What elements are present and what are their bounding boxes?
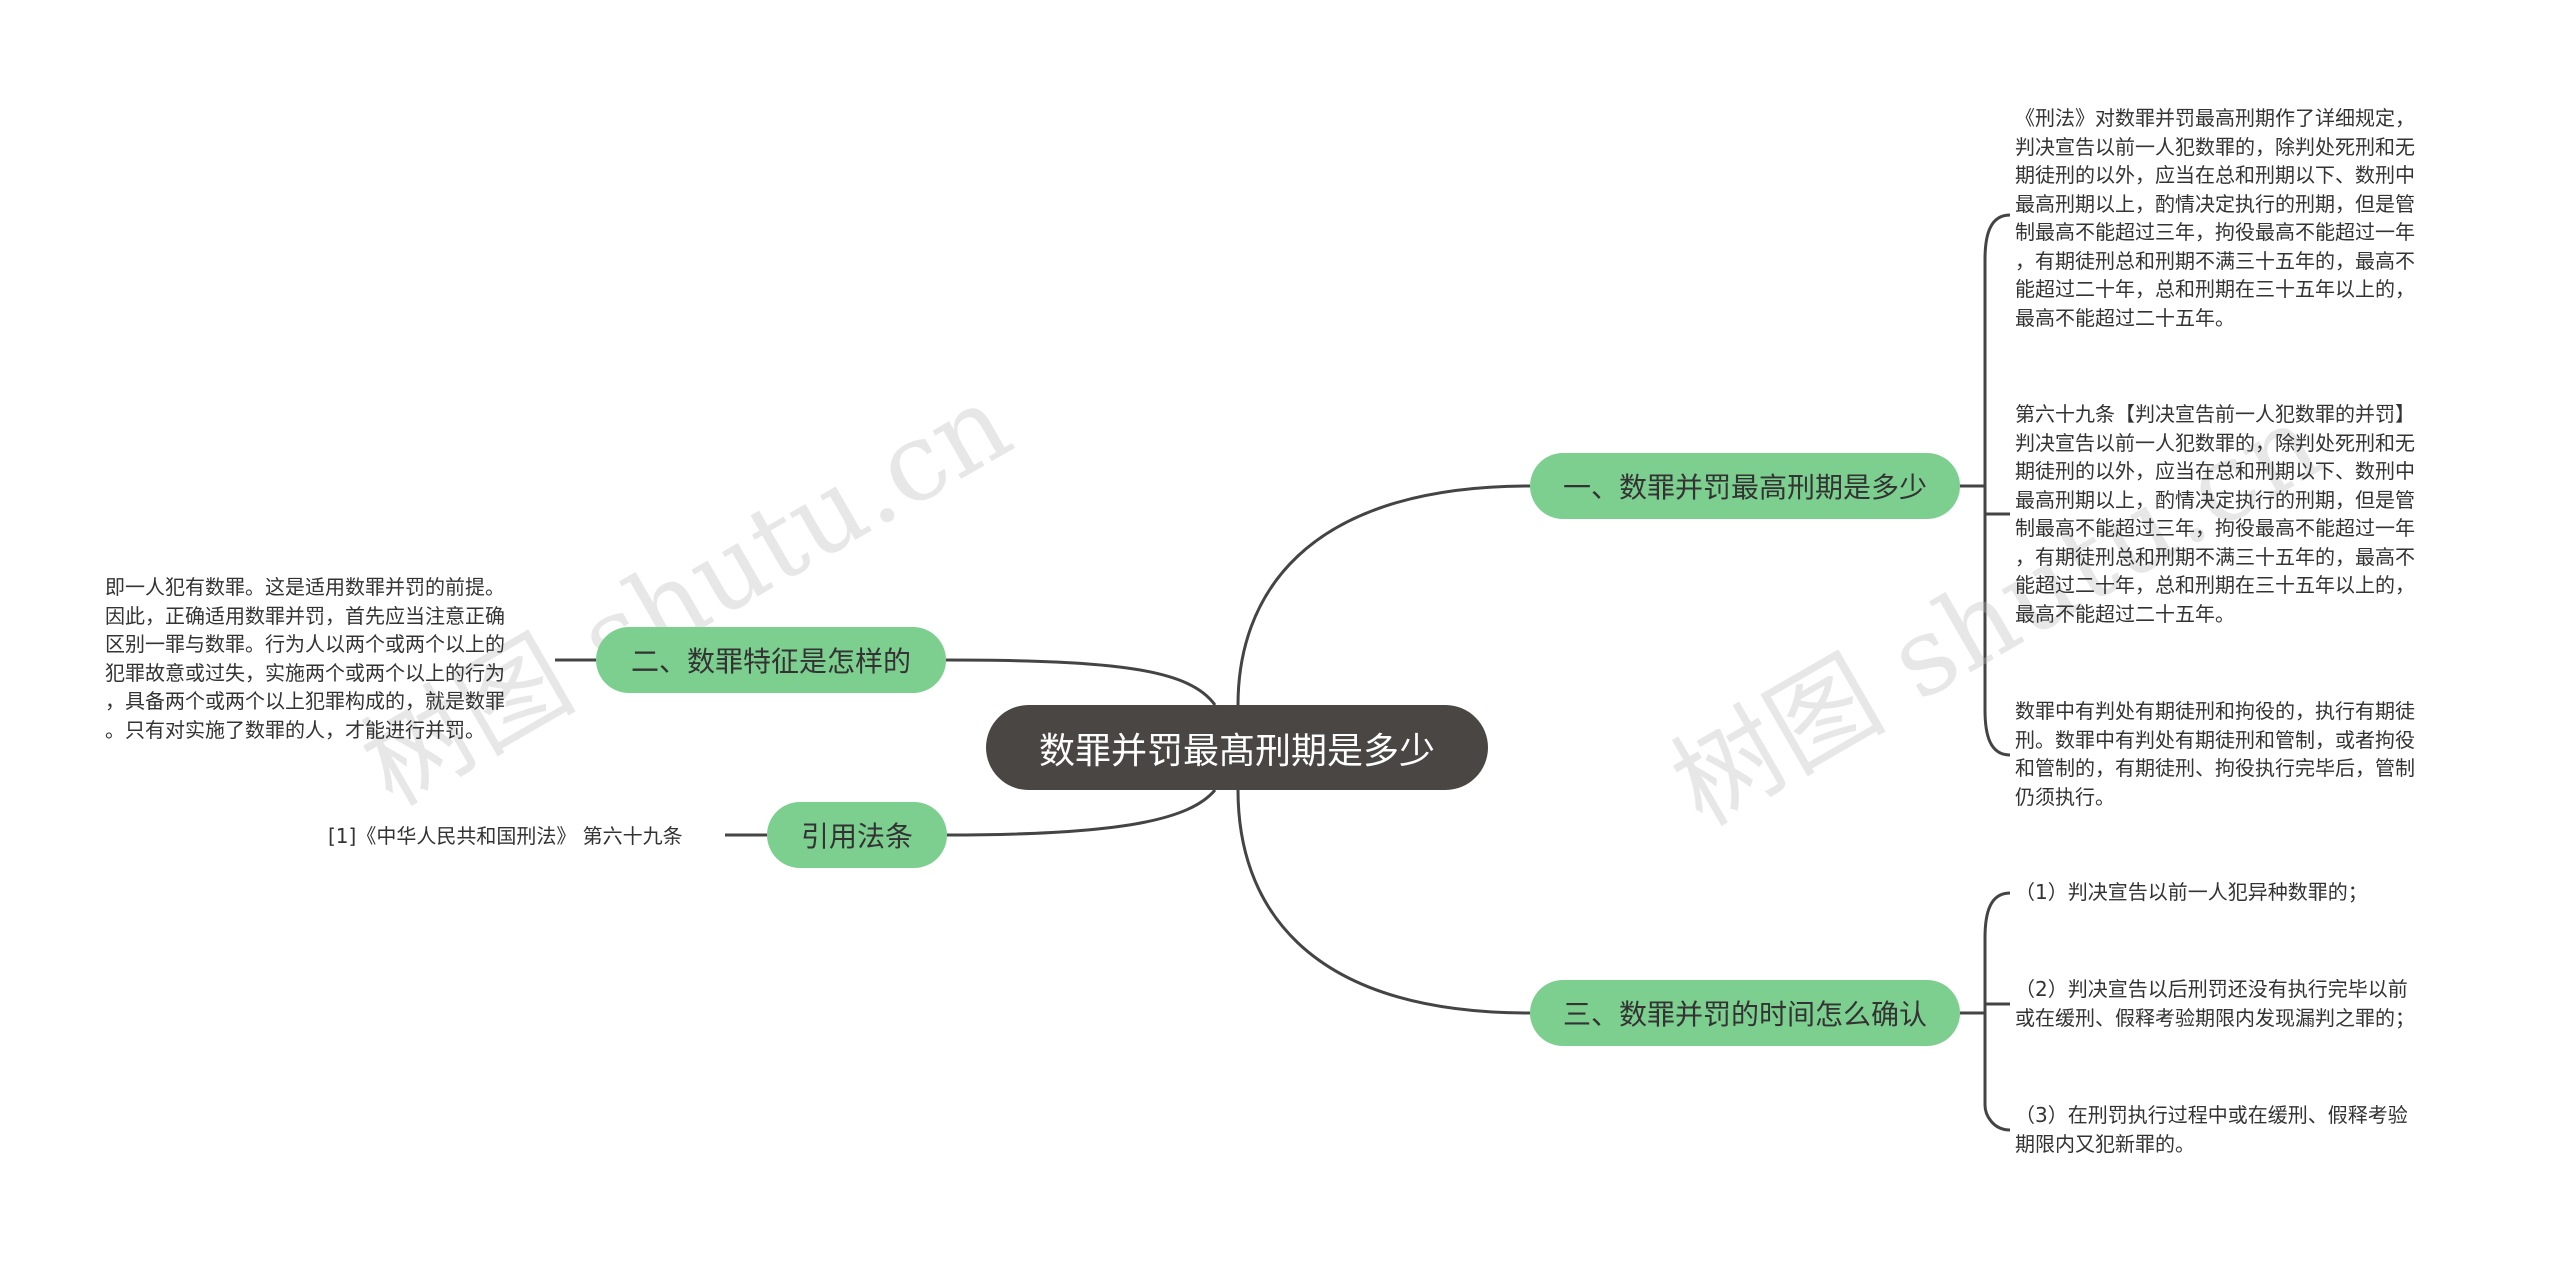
connector-root-branch4 <box>1236 789 1531 1015</box>
leaf-execution-rule[interactable]: 数罪中有判处有期徒刑和拘役的，执行有期徒 刑。数罪中有判处有期徒刑和管制，或者拘… <box>2015 699 2415 809</box>
leaf-timing-3[interactable]: （3）在刑罚执行过程中或在缓刑、假释考验 期限内又犯新罪的。 <box>2015 1103 2408 1156</box>
leaf-citation[interactable]: [1]《中华人民共和国刑法》 第六十九条 <box>328 824 683 848</box>
connector-root-branch3 <box>946 789 1217 837</box>
bracket-branch1 <box>1983 213 2011 757</box>
leaf-timing-1[interactable]: （1）判决宣告以前一人犯异种数罪的； <box>2015 880 2368 904</box>
branch-max-term[interactable]: 一、数罪并罚最高刑期是多少 <box>1530 453 1960 519</box>
connector-root-branch2 <box>945 658 1217 706</box>
branch-timing[interactable]: 三、数罪并罚的时间怎么确认 <box>1530 980 1960 1046</box>
branch-cited-law[interactable]: 引用法条 <box>767 802 947 868</box>
bracket-branch4 <box>1983 891 2011 1132</box>
root-topic[interactable]: 数罪并罚最髙刑期是多少 <box>986 705 1488 790</box>
leaf-criminal-law-rule[interactable]: 《刑法》对数罪并罚最高刑期作了详细规定， 判决宣告以前一人犯数罪的，除判处死刑和… <box>2015 106 2415 330</box>
connector-root-branch1 <box>1236 484 1531 706</box>
branch-features[interactable]: 二、数罪特征是怎样的 <box>596 627 946 693</box>
leaf-multiple-crimes-definition[interactable]: 即一人犯有数罪。这是适用数罪并罚的前提。 因此，正确适用数罪并罚，首先应当注意正… <box>105 575 505 742</box>
leaf-article-69[interactable]: 第六十九条【判决宣告前一人犯数罪的并罚】 判决宣告以前一人犯数罪的，除判处死刑和… <box>2015 402 2415 626</box>
leaf-timing-2[interactable]: （2）判决宣告以后刑罚还没有执行完毕以前 或在缓刑、假释考验期限内发现漏判之罪的… <box>2015 977 2415 1030</box>
